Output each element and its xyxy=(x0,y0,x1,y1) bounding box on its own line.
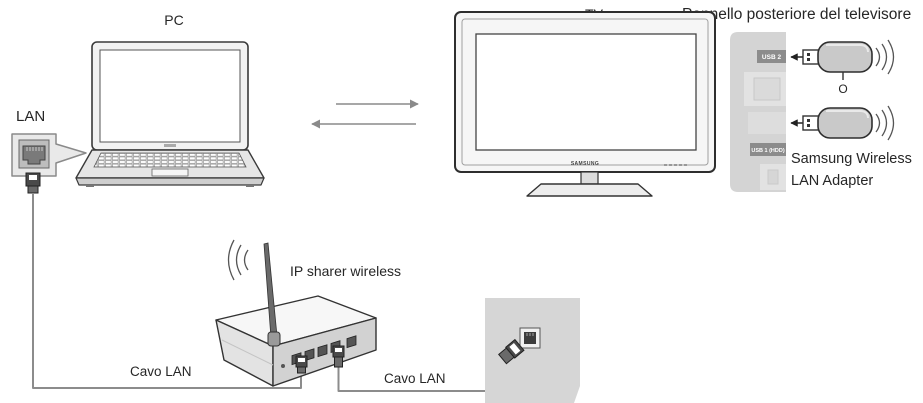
laptop-keyboard xyxy=(93,152,247,168)
router-led xyxy=(281,364,285,368)
wireless-signal-icon xyxy=(875,105,895,141)
cable-pc-router-label: Cavo LAN xyxy=(130,364,192,379)
lan-port-callout xyxy=(11,133,87,177)
usb-wireless-adapter-usb2 xyxy=(790,39,895,75)
lan-plug-pc xyxy=(25,172,41,194)
tv-indicator-marks xyxy=(664,164,687,166)
usb1-hdd-port xyxy=(750,143,786,156)
adapter-label-line1: Samsung Wireless xyxy=(791,151,912,167)
tv: SAMSUNG xyxy=(454,11,716,197)
wall-lan-outlet xyxy=(485,298,580,403)
lan-plug-wall xyxy=(498,338,525,365)
laptop-touchpad xyxy=(151,168,189,177)
tv-stand-base xyxy=(526,183,653,197)
lan-label: LAN xyxy=(16,108,45,125)
tv-brand-logo: SAMSUNG xyxy=(571,161,599,167)
wireless-signal-icon xyxy=(875,39,895,75)
pc-label: PC xyxy=(164,12,183,28)
lan-plug-router-right xyxy=(332,345,345,368)
rj45-port-icon xyxy=(22,145,46,165)
cable-router-wall-label: Cavo LAN xyxy=(384,371,446,386)
adapter-label-line2: LAN Adapter xyxy=(791,173,873,189)
usb-wireless-adapter-usb1 xyxy=(790,105,895,141)
wireless-ip-sharer-router xyxy=(215,242,377,387)
tv-back-panel-label: Pannello posteriore del televisore xyxy=(682,6,911,23)
usb1-hdd-port-label: USB 1 (HDD) xyxy=(751,148,784,154)
tv-back-panel: USB 2 USB 1 (HDD) xyxy=(730,32,786,192)
lan-cable-pc-router xyxy=(32,193,302,389)
tv-stand-neck xyxy=(580,171,599,185)
ip-sharer-label: IP sharer wireless xyxy=(290,263,401,279)
usb2-port-label: USB 2 xyxy=(762,54,782,61)
wall xyxy=(485,298,580,403)
wireless-signal-icon xyxy=(227,239,249,281)
or-label: O xyxy=(838,82,847,96)
lan-plug-router-left xyxy=(295,355,308,374)
laptop-pc xyxy=(75,41,265,187)
tv-screen xyxy=(475,33,697,151)
usb2-port xyxy=(757,50,786,63)
